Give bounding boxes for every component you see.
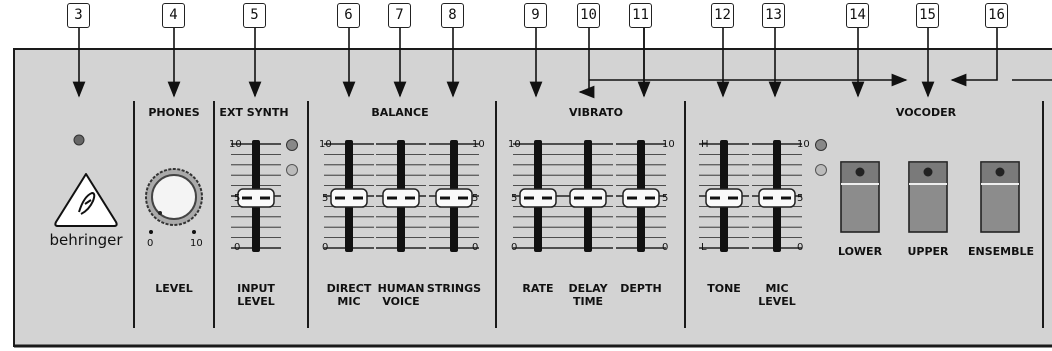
human-voice-fader-cap	[382, 188, 420, 208]
section-phones: PHONES	[148, 106, 200, 119]
leader-line-16	[950, 28, 998, 87]
callout-8: 8	[441, 3, 464, 28]
fader-label-delay-time: DELAY TIME	[568, 282, 608, 308]
callout-11: 11	[629, 3, 652, 28]
depth-fader-cap	[622, 188, 660, 208]
knob-dot-min	[149, 230, 153, 234]
scale-mic-10: 10	[797, 139, 810, 150]
delay-time-fader-cap	[569, 188, 607, 208]
callout-12: 12	[711, 3, 734, 28]
direct-mic-fader-cap	[330, 188, 368, 208]
mic-level-fader-cap	[758, 188, 796, 208]
scale-balance-right-10: 10	[472, 139, 485, 150]
fader-label-direct-mic: DIRECT MIC	[326, 282, 372, 308]
logo-mark	[78, 191, 96, 215]
fader-label-input-level: INPUT LEVEL	[237, 282, 275, 308]
fader-label-mic-level: MIC LEVEL	[758, 282, 796, 308]
knob-pointer	[158, 211, 162, 215]
scale-input-5: 5	[234, 193, 241, 204]
scale-input-10: 10	[229, 139, 242, 150]
ext-synth-led-2	[286, 164, 298, 176]
scale-balance-left-0: 0	[322, 242, 329, 253]
fader-label-tone: TONE	[707, 282, 741, 295]
rate-fader	[513, 140, 563, 252]
knob-scale-min: 0	[147, 238, 154, 249]
knob-scale-max: 10	[190, 238, 203, 249]
phones-knob-cap	[151, 174, 197, 220]
upper-button-led	[923, 167, 933, 177]
mic-level-fader	[752, 140, 802, 252]
callout-13: 13	[762, 3, 785, 28]
ext-synth-led-1	[286, 139, 298, 151]
scale-balance-left-10: 10	[319, 139, 332, 150]
input-level-fader-cap	[237, 188, 275, 208]
tone-fader-cap	[705, 188, 743, 208]
scale-balance-right-5: 5	[472, 193, 479, 204]
scale-vibrato-left-10: 10	[508, 139, 521, 150]
strings-fader	[429, 140, 479, 252]
power-led	[73, 134, 85, 146]
logo-triangle	[54, 173, 118, 227]
scale-vibrato-left-0: 0	[511, 242, 518, 253]
human-voice-fader	[376, 140, 426, 252]
scale-input-0: 0	[234, 242, 241, 253]
scale-vibrato-right-0: 0	[662, 242, 669, 253]
knob-label-level: LEVEL	[155, 282, 193, 295]
callout-16: 16	[985, 3, 1008, 28]
scale-balance-right-0: 0	[472, 242, 479, 253]
scale-vibrato-right-10: 10	[662, 139, 675, 150]
section-balance: BALANCE	[371, 106, 429, 119]
direct-mic-fader	[324, 140, 374, 252]
scale-mic-5: 5	[797, 193, 804, 204]
fader-label-rate: RATE	[522, 282, 554, 295]
fader-label-strings: STRINGS	[426, 282, 482, 295]
scale-tone-l: L	[701, 242, 707, 253]
ensemble-button-led	[995, 167, 1005, 177]
delay-time-fader	[563, 140, 613, 252]
vocoder-led-2	[815, 164, 827, 176]
brand-logo-text: behringer	[49, 231, 123, 249]
callout-4: 4	[162, 3, 185, 28]
leader-line-10	[578, 28, 595, 99]
section-ext-synth: EXT SYNTH	[219, 106, 289, 119]
button-label-ensemble: ENSEMBLE	[967, 245, 1035, 258]
button-label-lower: LOWER	[837, 245, 883, 258]
callout-10: 10	[577, 3, 600, 28]
fader-label-human-voice: HUMAN VOICE	[377, 282, 425, 308]
callout-14: 14	[846, 3, 869, 28]
rate-fader-cap	[519, 188, 557, 208]
scale-mic-0: 0	[797, 242, 804, 253]
callout-7: 7	[388, 3, 411, 28]
callout-15: 15	[916, 3, 939, 28]
scale-vibrato-left-5: 5	[511, 193, 518, 204]
input-level-fader	[231, 140, 281, 252]
depth-fader	[616, 140, 666, 252]
strings-fader-cap	[435, 188, 473, 208]
section-vocoder: VOCODER	[895, 106, 957, 119]
section-vibrato: VIBRATO	[569, 106, 623, 119]
callout-6: 6	[337, 3, 360, 28]
fader-label-depth: DEPTH	[620, 282, 662, 295]
scale-balance-left-5: 5	[322, 193, 329, 204]
lower-button-led	[855, 167, 865, 177]
tone-fader	[699, 140, 749, 252]
callout-3: 3	[67, 3, 90, 28]
vocoder-led-1	[815, 139, 827, 151]
callout-9: 9	[524, 3, 547, 28]
scale-vibrato-right-5: 5	[662, 193, 669, 204]
button-label-upper: UPPER	[907, 245, 949, 258]
scale-tone-h: H	[701, 139, 709, 150]
callout-5: 5	[243, 3, 266, 28]
knob-dot-max	[192, 230, 196, 234]
